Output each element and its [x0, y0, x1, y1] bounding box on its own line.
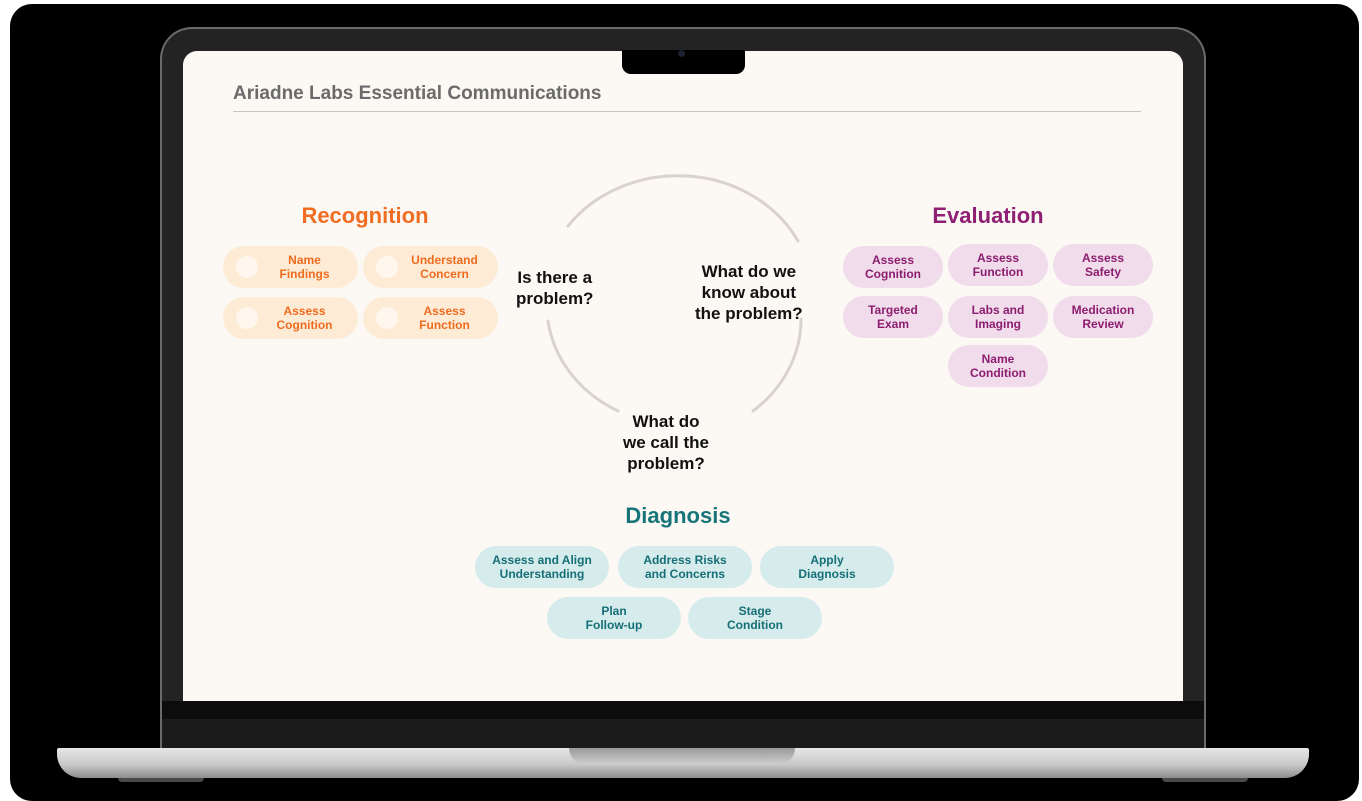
recognition-item-understand-concern[interactable]: Understand Concern [363, 246, 498, 288]
laptop-foot-right [1162, 778, 1248, 782]
diagnosis-item-assess-align[interactable]: Assess and Align Understanding [475, 546, 609, 588]
evaluation-item-medication-review[interactable]: Medication Review [1053, 296, 1153, 338]
laptop-opening-notch [569, 748, 795, 765]
evaluation-heading: Evaluation [932, 203, 1044, 228]
diagnosis-item-address-risks[interactable]: Address Risks and Concerns [618, 546, 752, 588]
circle-icon [376, 256, 398, 278]
cycle-ring-icon [546, 174, 803, 413]
question-what-do-we-call: What do we call the problem? [623, 412, 709, 473]
recognition-heading: Recognition [301, 203, 429, 228]
circle-icon [236, 256, 258, 278]
laptop-bezel-bottom [162, 701, 1204, 719]
circle-icon [376, 307, 398, 329]
question-what-do-we-know: What do we know about the problem? [695, 262, 803, 323]
evaluation-item-labs-imaging[interactable]: Labs and Imaging [948, 296, 1048, 338]
laptop-foot-left [118, 778, 204, 782]
evaluation-item-assess-cognition[interactable]: Assess Cognition [843, 246, 943, 288]
title-divider [233, 111, 1141, 112]
evaluation-item-targeted-exam[interactable]: Targeted Exam [843, 296, 943, 338]
recognition-item-assess-function[interactable]: Assess Function [363, 297, 498, 339]
diagnosis-item-stage-condition[interactable]: Stage Condition [688, 597, 822, 639]
diagnosis-item-plan-follow-up[interactable]: Plan Follow-up [547, 597, 681, 639]
circle-icon [236, 307, 258, 329]
slide-screen: Ariadne Labs Essential Communications Re… [183, 51, 1183, 701]
pill-label: Assess Function [419, 304, 470, 332]
camera-icon [678, 50, 685, 57]
recognition-item-name-findings[interactable]: Name Findings [223, 246, 358, 288]
diagnosis-heading: Diagnosis [625, 503, 731, 528]
pill-label: Assess Cognition [276, 304, 333, 332]
recognition-item-assess-cognition[interactable]: Assess Cognition [223, 297, 358, 339]
evaluation-item-assess-safety[interactable]: Assess Safety [1053, 244, 1153, 286]
pill-label: Name Findings [279, 253, 330, 281]
pill-label: Understand Concern [411, 253, 478, 281]
laptop-hinge [162, 719, 1204, 749]
evaluation-item-name-condition[interactable]: Name Condition [948, 345, 1048, 387]
question-is-there-problem: Is there a problem? [516, 268, 594, 308]
diagnosis-item-apply-diagnosis[interactable]: Apply Diagnosis [760, 546, 894, 588]
evaluation-item-assess-function[interactable]: Assess Function [948, 244, 1048, 286]
page-title: Ariadne Labs Essential Communications [233, 83, 602, 104]
